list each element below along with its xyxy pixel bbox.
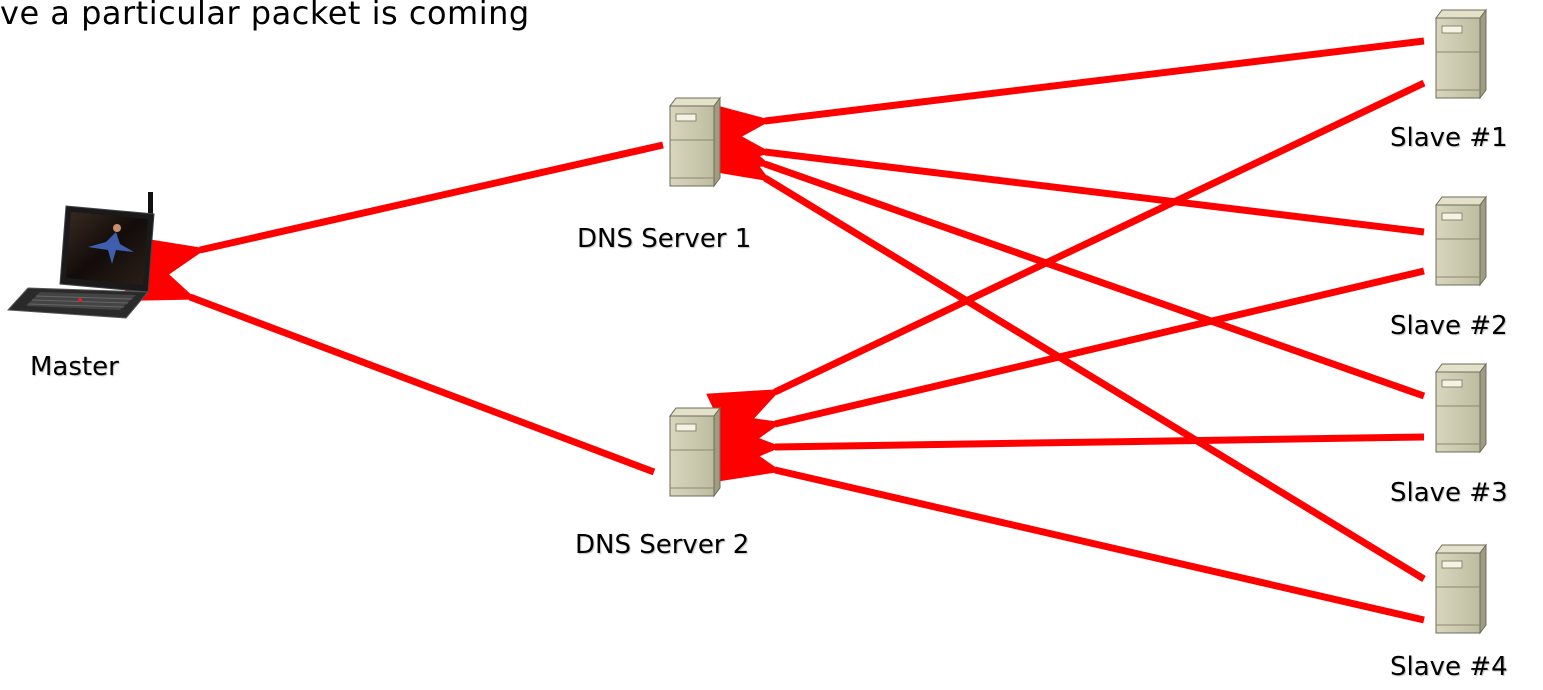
- arrow-slave2-to-dns1: [699, 116, 1425, 236]
- arrow-slave3-to-dns1: [696, 116, 1426, 400]
- arrow-dns2-to-master: [121, 248, 656, 476]
- server-slave4-icon: [1435, 543, 1487, 635]
- slave-4-label: Slave #4: [1390, 652, 1508, 682]
- slave-1-label: Slave #1: [1390, 123, 1508, 153]
- slide-caption: ve a particular packet is coming: [0, 0, 530, 32]
- dns-server-2-label: DNS Server 2: [575, 530, 750, 560]
- arrow-slave1-to-dns1: [699, 37, 1425, 157]
- arrow-slave4-to-dns1: [696, 121, 1426, 582]
- arrow-group: [121, 37, 1426, 624]
- arrow-slave2-to-dns2: [707, 267, 1425, 466]
- server-slave1-icon: [1435, 8, 1487, 100]
- server-slave2-icon: [1435, 195, 1487, 287]
- arrow-dns1-to-master: [132, 141, 664, 292]
- server-dns1-icon: [669, 96, 721, 188]
- arrow-slave1-to-dns2: [706, 79, 1426, 445]
- arrow-slave4-to-dns2: [707, 428, 1425, 624]
- slave-2-label: Slave #2: [1390, 311, 1508, 341]
- laptop-icon: [6, 192, 155, 319]
- dns-server-1-label: DNS Server 1: [577, 224, 752, 254]
- arrow-slave3-to-dns2: [711, 419, 1425, 476]
- slave-3-label: Slave #3: [1390, 478, 1508, 508]
- server-slave3-icon: [1435, 362, 1487, 454]
- master-label: Master: [30, 352, 119, 382]
- server-dns2-icon: [669, 406, 721, 498]
